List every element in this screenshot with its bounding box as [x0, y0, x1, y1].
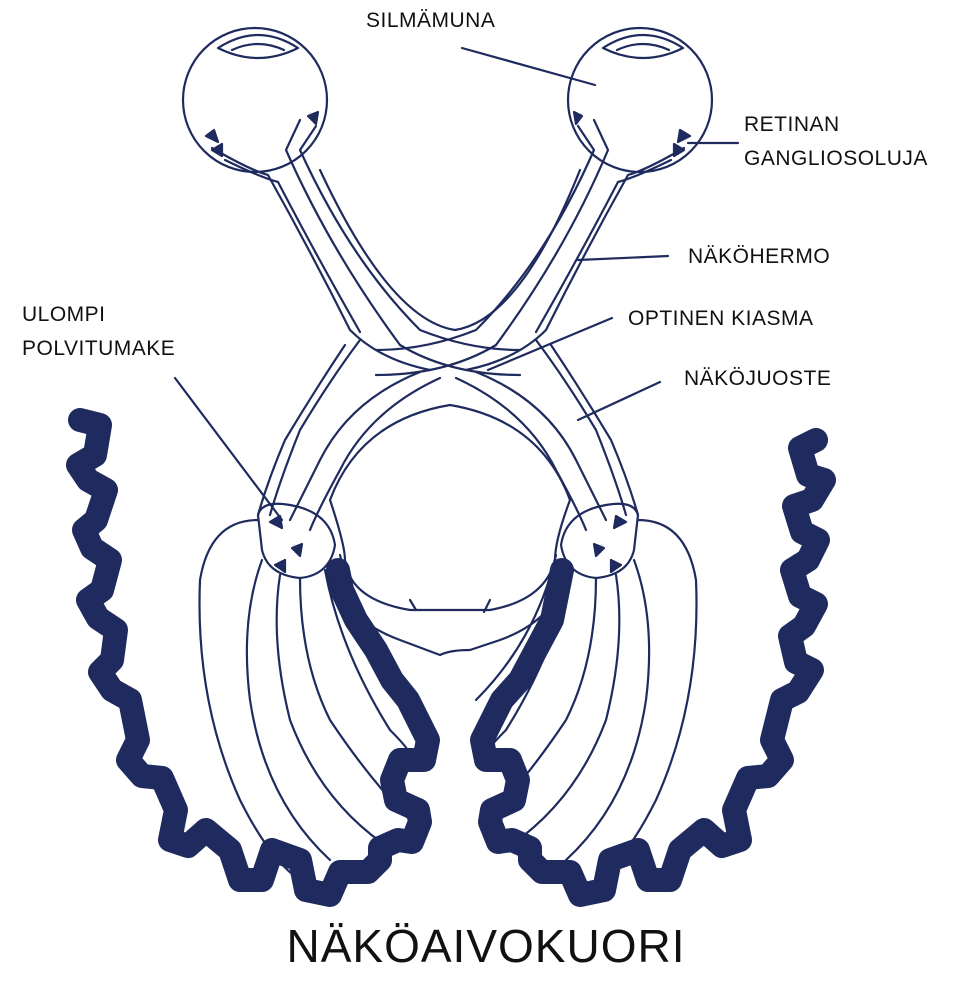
- right-eyeball: [568, 28, 712, 172]
- leader-nakojuoste: [578, 382, 660, 420]
- chiasm-lower-loop-left: [330, 500, 345, 560]
- left-optic-tract: [258, 340, 440, 530]
- label-ulompi-line1: ULOMPI: [22, 302, 106, 328]
- label-nakojuoste: NÄKÖJUOSTE: [684, 366, 831, 392]
- label-retina-line2: GANGLIOSOLUJA: [744, 146, 928, 172]
- leader-nakohermo: [578, 256, 668, 260]
- left-optic-nerve: [212, 120, 520, 375]
- left-eyeball: [183, 28, 327, 172]
- label-kiasma: OPTINEN KIASMA: [628, 306, 814, 332]
- chiasm-lower-loop: [330, 405, 570, 560]
- label-nakohermo: NÄKÖHERMO: [688, 244, 830, 270]
- right-retinal-ganglion-cells: [574, 112, 690, 156]
- label-ulompi-line2: POLVITUMAKE: [22, 336, 175, 362]
- right-optic-tract: [456, 340, 638, 530]
- leader-kiasma: [488, 318, 612, 370]
- diagram-title: NÄKÖAIVOKUORI: [0, 918, 972, 974]
- label-silmamuna: SILMÄMUNA: [366, 8, 495, 34]
- label-retina-line1: RETINAN: [744, 112, 840, 138]
- right-optic-nerve: [376, 120, 684, 375]
- leader-ulompi: [175, 378, 282, 520]
- chiasm-upper-curve: [320, 170, 580, 330]
- left-optic-radiation: [200, 520, 421, 880]
